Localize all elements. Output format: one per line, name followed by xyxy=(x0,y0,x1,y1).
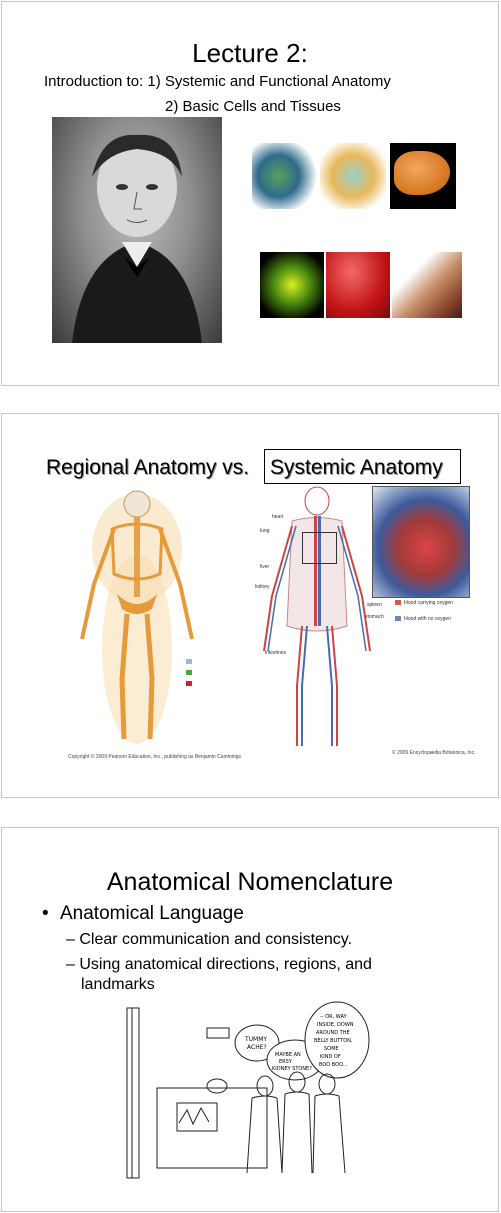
slide-1: Lecture 2: Introduction to: 1) Systemic … xyxy=(1,1,499,386)
cell-diagram-image xyxy=(320,143,386,209)
legend-no-oxygen-swatch xyxy=(395,616,401,621)
fluorescent-cells-image xyxy=(260,252,324,318)
slide-3-title: Anatomical Nomenclature xyxy=(106,868,394,896)
copyright-right: © 2009 Encyclopædia Britannica, Inc. xyxy=(392,750,476,756)
sub-bullet-2: – Using anatomical directions, regions, … xyxy=(66,956,372,973)
svg-text:AROUND THE: AROUND THE xyxy=(316,1030,350,1036)
sub-bullet-2-text: Using anatomical directions, regions, an… xyxy=(79,956,372,973)
svg-text:MAYBE AN: MAYBE AN xyxy=(275,1052,301,1058)
svg-text:-- OR, WAY: -- OR, WAY xyxy=(320,1014,347,1020)
label-kidney: kidney xyxy=(255,584,270,590)
legend-oxygen: blood carrying oxygen xyxy=(404,600,453,606)
copyright-left: Copyright © 2009 Pearson Education, Inc.… xyxy=(68,754,241,760)
skeleton-figure xyxy=(72,489,202,749)
circulatory-system-figure xyxy=(252,486,382,751)
bullet-dot-icon: • xyxy=(42,903,49,924)
slide-2-title: Regional Anatomy vs. Systemic Anatomy xyxy=(2,449,498,486)
legend-swatch-blue xyxy=(186,659,192,664)
label-stomach: stomach xyxy=(365,614,384,620)
bullet-anatomical-language: • Anatomical Language xyxy=(42,903,244,925)
portrait-image xyxy=(52,117,222,343)
sub-bullet-2-continuation: landmarks xyxy=(81,976,155,993)
legend-swatch-red xyxy=(186,681,192,686)
title-regional-anatomy: Regional Anatomy vs. xyxy=(46,456,250,479)
heart-zoom-box xyxy=(302,532,337,564)
label-liver: liver xyxy=(260,564,270,570)
legend-oxygen-swatch xyxy=(395,600,401,605)
svg-text:TUMMY: TUMMY xyxy=(244,1036,267,1043)
slide-3: Anatomical Nomenclature • Anatomical Lang… xyxy=(1,827,499,1212)
svg-text:INSIDE, DOWN: INSIDE, DOWN xyxy=(317,1022,354,1028)
svg-text:BELLY BUTTON,: BELLY BUTTON, xyxy=(314,1038,353,1044)
svg-text:ERSY: ERSY xyxy=(279,1059,293,1065)
svg-text:BOO BOO...: BOO BOO... xyxy=(319,1062,348,1068)
legend-no-oxygen: blood with no oxygen xyxy=(404,616,451,622)
label-intestines: intestines xyxy=(265,650,287,656)
protein-structure-image xyxy=(252,143,318,209)
bullet-text: Anatomical Language xyxy=(60,903,244,924)
slide-1-subtitle-line-2: 2) Basic Cells and Tissues xyxy=(165,98,341,115)
muscle-arm-image xyxy=(392,252,462,318)
label-heart: heart xyxy=(272,514,284,520)
svg-text:SOME: SOME xyxy=(324,1046,339,1052)
label-spleen: spleen xyxy=(367,602,382,608)
sub-bullet-1-text: Clear communication and consistency. xyxy=(79,931,353,948)
heart-detail-image xyxy=(372,486,470,598)
slide-1-subtitle-line-1: Introduction to: 1) Systemic and Functio… xyxy=(44,73,391,90)
svg-text:KIND OF: KIND OF xyxy=(320,1054,341,1060)
legend-swatch-green xyxy=(186,670,192,675)
slide-2: Regional Anatomy vs. Systemic Anatomy xyxy=(1,413,499,798)
red-blood-cells-image xyxy=(326,252,390,318)
pancreas-image xyxy=(390,143,456,209)
svg-text:KIDNEY STONE?: KIDNEY STONE? xyxy=(272,1066,312,1072)
slide-1-title: Lecture 2: xyxy=(192,38,308,68)
systemic-anatomy-box xyxy=(264,449,461,484)
doctors-cartoon: TUMMY ACHE? MAYBE AN ERSY KIDNEY STONE? … xyxy=(117,998,372,1183)
sub-bullet-1: – Clear communication and consistency. xyxy=(66,931,353,948)
svg-text:ACHE?: ACHE? xyxy=(247,1044,267,1051)
title-systemic-anatomy: Systemic Anatomy xyxy=(270,456,443,479)
label-lung: lung xyxy=(260,528,270,534)
